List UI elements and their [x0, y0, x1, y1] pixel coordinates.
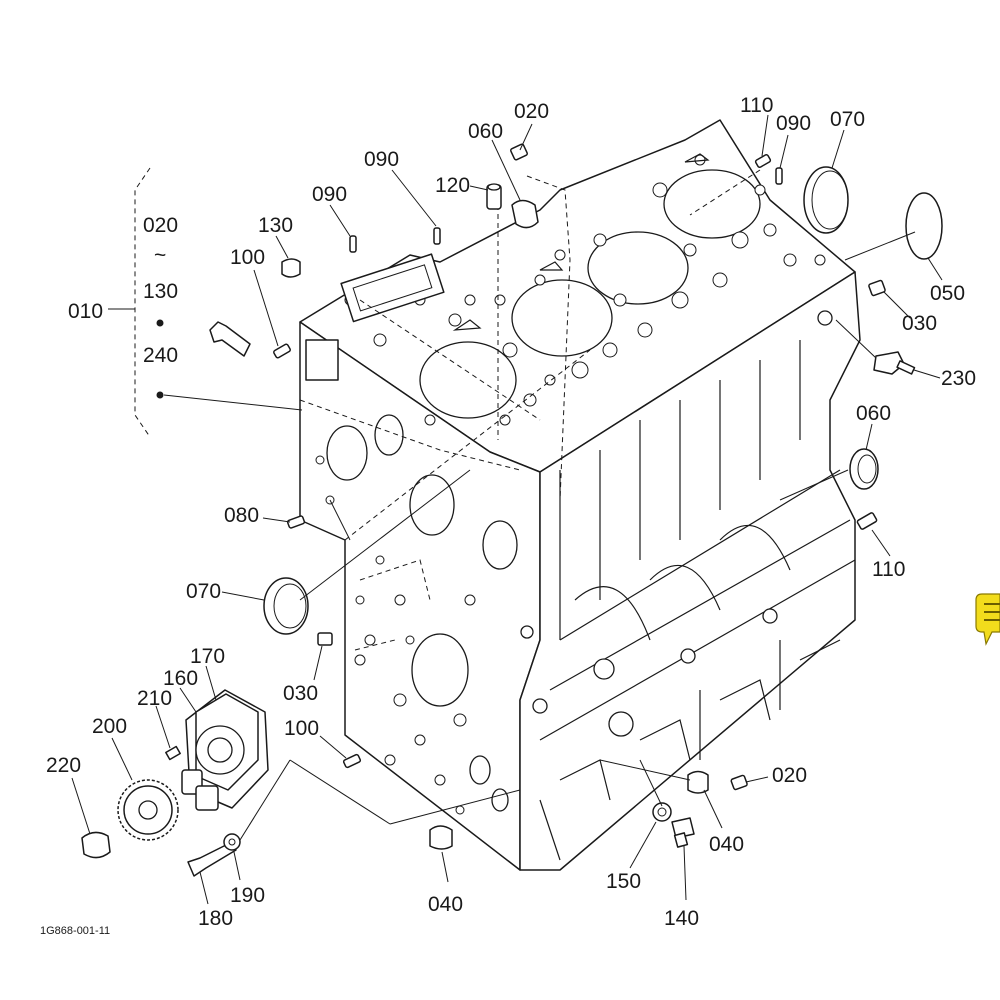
callout-020-top: 020: [514, 100, 549, 123]
callout-190: 190: [230, 884, 265, 907]
callout-130: 130: [258, 214, 293, 237]
leader-lines: [71, 114, 943, 905]
callout-210: 210: [137, 687, 172, 710]
callout-100-bottom: 100: [284, 717, 319, 740]
group-range-to-label: 130: [143, 280, 178, 303]
callout-090-mid: 090: [364, 148, 399, 171]
callout-140: 140: [664, 907, 699, 930]
cylinder-block: [299, 119, 861, 871]
callout-050: 050: [930, 282, 965, 305]
callout-120: 120: [435, 174, 470, 197]
callout-100-top: 100: [230, 246, 265, 269]
callout-060-top: 060: [468, 120, 503, 143]
callout-040-right: 040: [709, 833, 744, 856]
callout-090-right: 090: [776, 112, 811, 135]
callout-040-bottom: 040: [428, 893, 463, 916]
callout-220: 220: [46, 754, 81, 777]
callout-110-right: 110: [872, 558, 905, 581]
callout-070-top: 070: [830, 108, 865, 131]
callout-150: 150: [606, 870, 641, 893]
group-bracket: [108, 167, 303, 438]
callout-180: 180: [198, 907, 233, 930]
callout-110-top: 110: [740, 94, 773, 117]
callout-020-bottom: 020: [772, 764, 807, 787]
callout-070-left: 070: [186, 580, 221, 603]
group-tilde-label: ~: [154, 244, 166, 267]
comment-icon[interactable]: [975, 593, 1000, 646]
callout-labels: 010 020 ~ 130 240 020 060 120 090 090 13…: [40, 94, 976, 937]
loose-parts: [209, 143, 943, 850]
callout-080: 080: [224, 504, 259, 527]
callout-030-right: 030: [902, 312, 937, 335]
callout-160: 160: [163, 667, 198, 690]
callout-230: 230: [941, 367, 976, 390]
group-bullet-item-label: 240: [143, 344, 178, 367]
hidden-lines: [299, 169, 761, 651]
callout-030-bottom: 030: [283, 682, 318, 705]
callout-090-left: 090: [312, 183, 347, 206]
group-range-from-label: 020: [143, 214, 178, 237]
callout-200: 200: [92, 715, 127, 738]
callout-060-right: 060: [856, 402, 891, 425]
callout-170: 170: [190, 645, 225, 668]
oil-pump-assembly: [81, 689, 269, 877]
drawing-code: 1G868-001-11: [40, 925, 110, 937]
group-main-label: 010: [68, 300, 103, 323]
